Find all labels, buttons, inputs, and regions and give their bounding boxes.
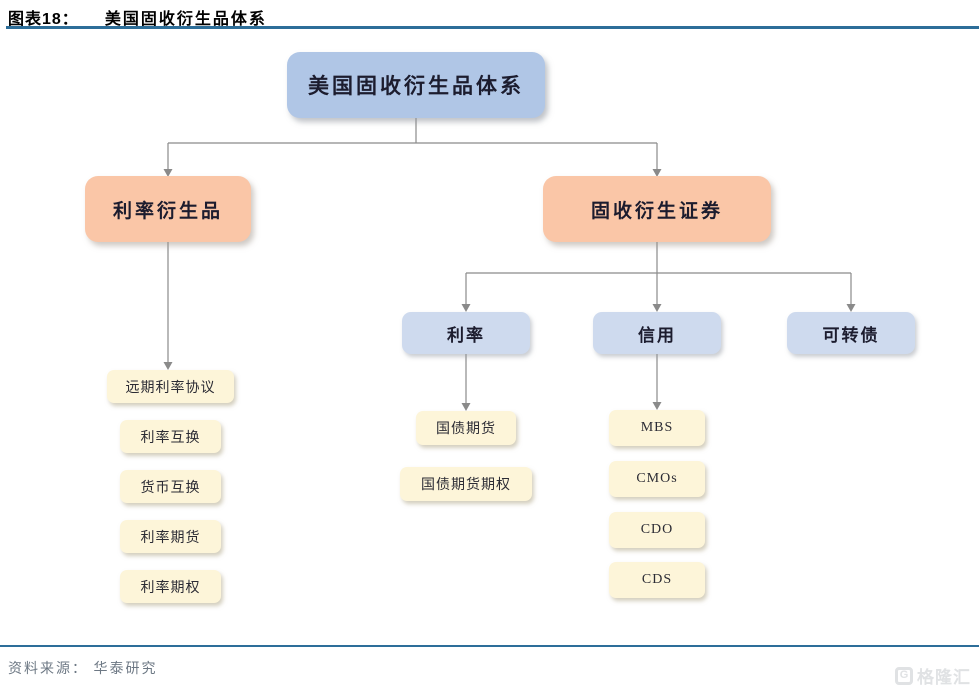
- figure-title: 美国固收衍生品体系: [104, 11, 267, 28]
- node-rate-options: 利率期权: [120, 570, 221, 603]
- gelonghui-watermark: G 格隆汇: [895, 663, 971, 688]
- figure-header: 图表18： 美国固收衍生品体系: [8, 5, 267, 29]
- gelonghui-logo-icon: G: [895, 666, 913, 685]
- node-fixed-income-derivative-securities: 固收衍生证券: [543, 176, 771, 242]
- node-rate-derivatives: 利率衍生品: [85, 176, 251, 242]
- node-cdo: CDO: [609, 512, 705, 548]
- node-category-credit: 信用: [593, 312, 721, 354]
- footer-rule: [0, 645, 979, 647]
- node-currency-swap: 货币互换: [120, 470, 221, 503]
- gelonghui-logo-text: 格隆汇: [917, 668, 971, 687]
- node-interest-rate-swap: 利率互换: [120, 420, 221, 453]
- node-cds: CDS: [609, 562, 705, 598]
- node-treasury-futures: 国债期货: [416, 411, 516, 445]
- header-rule: [6, 26, 979, 29]
- node-cmos: CMOs: [609, 461, 705, 497]
- node-forward-rate-agreement: 远期利率协议: [107, 370, 234, 403]
- node-category-rate: 利率: [402, 312, 530, 354]
- node-mbs: MBS: [609, 410, 705, 446]
- node-rate-futures: 利率期货: [120, 520, 221, 553]
- source-note: 资料来源： 华泰研究: [8, 662, 158, 677]
- node-category-convertible-bond: 可转债: [787, 312, 915, 354]
- node-root: 美国固收衍生品体系: [287, 52, 545, 118]
- figure-label: 图表18：: [8, 11, 79, 28]
- node-treasury-futures-options: 国债期货期权: [400, 467, 532, 501]
